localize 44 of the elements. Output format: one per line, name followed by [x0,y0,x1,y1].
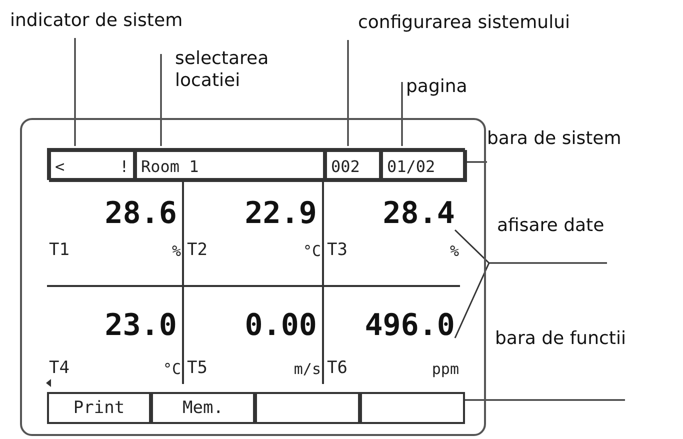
channel-name: T4 [49,358,70,378]
leader-line [160,54,162,146]
reading-value: 23.0 [104,308,177,343]
unit-label: °C [302,242,321,260]
leader-line [401,82,403,146]
leader-line [347,40,349,146]
callout-label: configurarea sistemului [358,12,571,34]
function-key: Mem. [151,392,255,424]
field-text: Room 1 [141,156,199,176]
callout-label: pagina [406,76,468,98]
function-key: Print [47,392,151,424]
field-text: 01/02 [387,156,436,176]
field-text: < [55,156,65,176]
function-bar [47,392,465,424]
channel-name: T1 [49,240,70,260]
empty-function-key [255,392,360,424]
field-text: 002 [331,156,360,176]
callout-label: afisare date [497,215,606,237]
callout-label: bara de sistem [487,128,622,150]
unit-label: °C [162,360,181,378]
unit-label: % [172,242,181,260]
channel-name: T5 [187,358,208,378]
channel-name: T3 [327,240,348,260]
empty-function-key [360,392,465,424]
leader-line [74,38,76,146]
unit-label: m/s [294,360,321,378]
reading-value: 28.4 [382,196,455,231]
callout-label: indicator de sistem [10,10,184,32]
unit-label: % [450,242,459,260]
leader-line [454,229,607,264]
leader-line [463,399,625,401]
callout-label: bara de functii [495,328,627,350]
status-bar [47,148,465,180]
display-screen [20,118,486,436]
reading-value: 0.00 [244,308,317,343]
callout-label: selectarea locatiei [175,48,270,92]
field-text: ! [119,156,129,176]
leader-line [454,262,490,338]
reading-value: 496.0 [364,308,455,343]
unit-label: ppm [432,360,459,378]
channel-name: T6 [327,358,348,378]
reading-value: 28.6 [104,196,177,231]
reading-value: 22.9 [244,196,317,231]
channel-name: T2 [187,240,208,260]
